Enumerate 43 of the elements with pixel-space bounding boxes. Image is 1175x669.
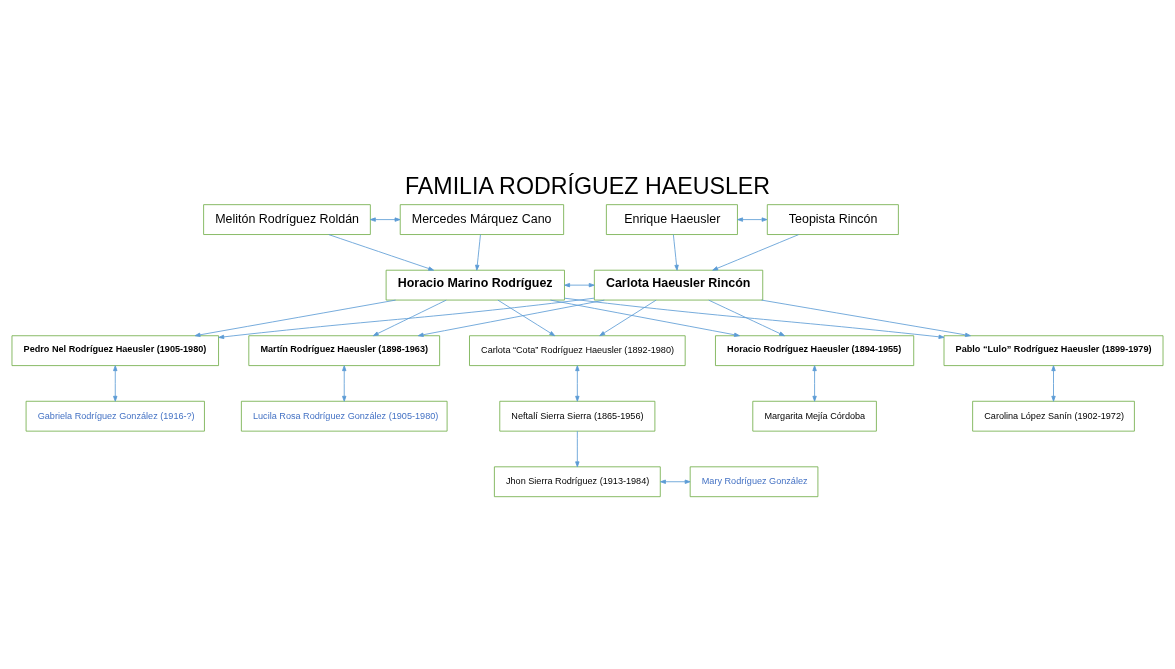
node-box: Carlota “Cota” Rodríguez Haeusler (1892-1980) [469,335,686,367]
node-box: Gabriela Rodríguez González (1916-?) [25,400,205,432]
arrow [194,299,397,337]
node-box: Carolina López Sanín (1902-1972) [972,400,1135,432]
node-box: Enrique Haeusler [605,204,738,235]
arrow [342,365,347,402]
arrow [599,299,657,337]
node-box: Lucila Rosa Rodríguez González (1905-1980) [240,400,448,432]
arrow [475,234,481,271]
node-box: Horacio Marino Rodríguez [385,269,565,301]
arrow [218,297,595,340]
node-box: Carlota Haeusler Rincón [593,269,764,301]
node-box: Mercedes Márquez Cano [399,204,565,235]
arrow [575,430,580,468]
arrow [564,297,945,339]
arrow [328,234,435,271]
arrow [575,365,580,402]
arrow [761,299,971,337]
node-box: Jhon Sierra Rodríguez (1913-1984) [493,466,661,498]
diagram-title: FAMILIA RODRÍGUEZ HAEUSLER [404,173,771,200]
arrow [708,299,785,337]
arrow [812,365,817,402]
arrow [672,234,679,271]
arrow [113,365,118,402]
arrow [737,217,768,222]
arrow [712,234,799,271]
node-box: Neftalí Sierra Sierra (1865-1956) [499,400,656,432]
node-box: Pedro Nel Rodríguez Haeusler (1905-1980) [11,335,219,367]
node-box: Teopista Rincón [766,204,899,235]
arrow [417,299,605,337]
node-box: Melitón Rodríguez Roldán [203,204,371,235]
arrow [497,299,556,337]
arrow [372,299,447,337]
arrow [660,479,691,484]
node-box: Margarita Mejía Córdoba [752,400,877,432]
arrow [1051,365,1056,402]
node-box: Martín Rodríguez Haeusler (1898-1963) [248,335,441,367]
arrow [549,299,740,337]
arrow [564,283,595,288]
arrow [369,217,401,222]
node-box: Horacio Rodríguez Haeusler (1894-1955) [715,335,915,367]
node-box: Mary Rodríguez González [689,466,819,498]
node-box: Pablo “Lulo” Rodríguez Haeusler (1899-1979) [943,335,1164,367]
